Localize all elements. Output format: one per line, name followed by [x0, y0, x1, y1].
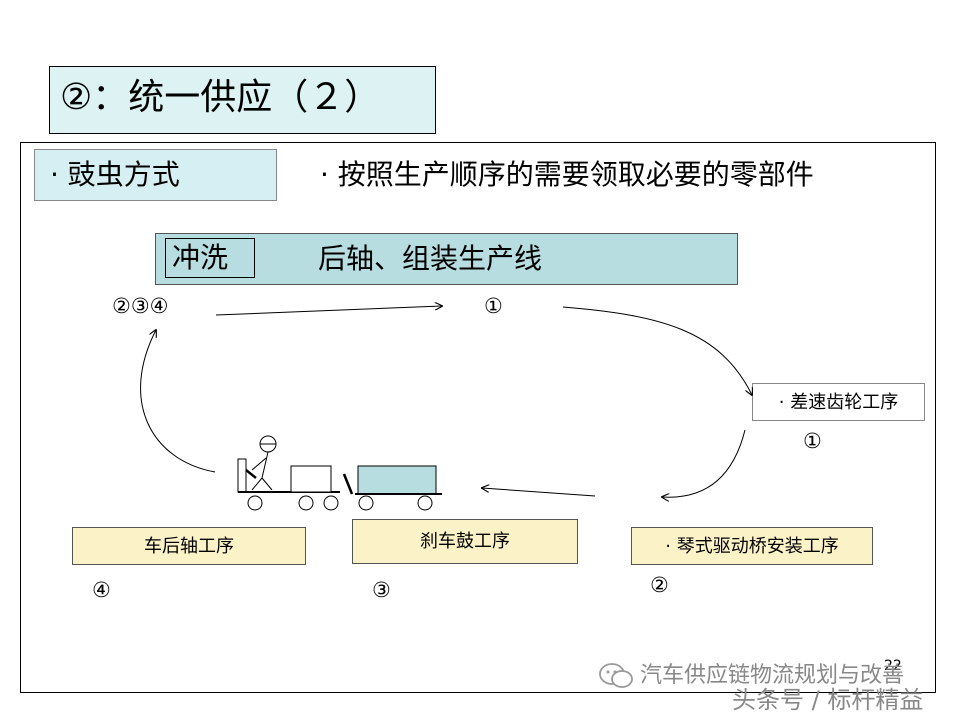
- station-diff-gear: · 差速齿轮工序: [752, 383, 925, 421]
- method-box: [34, 149, 277, 201]
- arrow-to-top-left: [140, 330, 216, 473]
- page-number: 22: [884, 658, 902, 674]
- watermark-line-2: 头条号 / 标杆精益: [732, 686, 924, 714]
- marker-bridge: ②: [650, 573, 669, 597]
- station-rear-axle: 车后轴工序: [72, 527, 306, 565]
- slide-title: ②：统一供应（２）: [60, 77, 381, 118]
- arrow-to-bridge: [662, 429, 746, 497]
- marker-drum: ③: [372, 578, 391, 602]
- wash-box: [165, 238, 255, 278]
- wechat-logo-icon: [599, 663, 633, 688]
- production-line-label: 后轴、组装生产线: [318, 242, 543, 275]
- wash-label: 冲洗: [172, 241, 229, 274]
- production-line-banner: [155, 233, 738, 285]
- station-brake-drum: 刹车鼓工序: [352, 519, 578, 564]
- marker-top-left: ②③④: [112, 294, 169, 318]
- arrow-to-gear: [562, 306, 752, 395]
- station-leaf-bridge: · 琴式驱动桥安装工序: [631, 527, 873, 565]
- title-box: [49, 66, 436, 134]
- method-label: · 豉虫方式: [50, 158, 180, 191]
- marker-top-center: ①: [484, 294, 503, 318]
- watermark-line-1: 汽车供应链物流规划与改善: [640, 663, 905, 688]
- arrow-top: [215, 306, 442, 316]
- arrow-to-drum: [482, 488, 596, 497]
- marker-gear: ①: [803, 429, 822, 453]
- marker-axle: ④: [92, 578, 111, 602]
- tugger-train-icon: [237, 435, 442, 511]
- content-frame: [20, 142, 936, 693]
- method-description: · 按照生产顺序的需要领取必要的零部件: [320, 158, 814, 191]
